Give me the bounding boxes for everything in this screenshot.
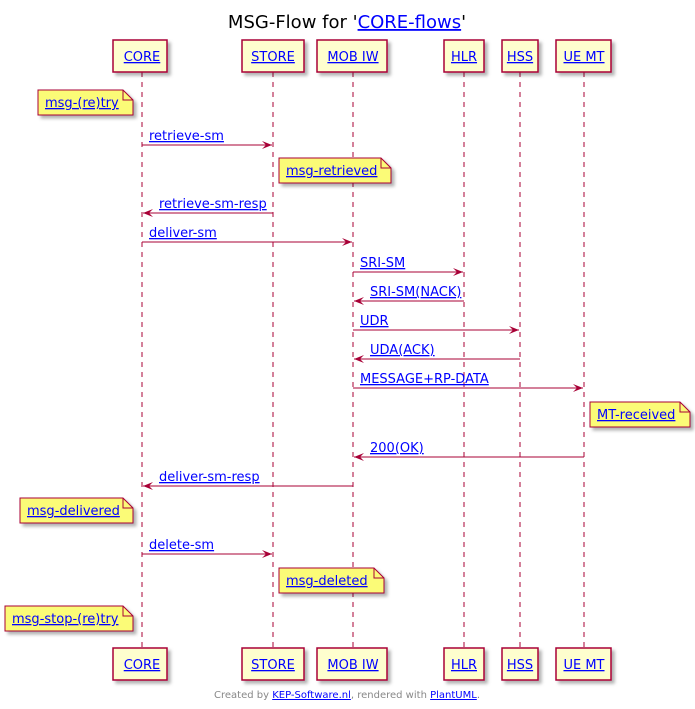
message-label[interactable]: retrieve-sm [149,129,224,144]
message-label[interactable]: deliver-sm-resp [159,470,260,485]
message-label[interactable]: MESSAGE+RP-DATA [360,372,489,387]
arrowhead-icon [342,238,352,246]
participant-hlr-top[interactable]: HLR [443,39,485,73]
arrowhead-icon [509,326,519,334]
message-retrieve-sm: retrieve-sm [142,129,272,149]
participant-core-bottom[interactable]: CORE [112,647,168,681]
participant-label[interactable]: STORE [251,50,295,65]
arrowhead-icon [143,482,153,490]
footer: Created by KEP-Software.nl, rendered wit… [214,690,480,701]
participant-label[interactable]: HSS [507,50,533,65]
note-label[interactable]: MT-received [597,408,675,423]
participant-label[interactable]: UE MT [563,50,604,65]
message-label[interactable]: 200(OK) [370,441,424,456]
participant-label[interactable]: MOB IW [327,50,378,65]
participant-hss-bottom[interactable]: HSS [501,647,539,681]
note-msg-retrieved: msg-retrieved [278,157,392,184]
message-label[interactable]: SRI-SM [360,256,405,271]
participant-label[interactable]: CORE [124,658,161,673]
note-label[interactable]: msg-retrieved [286,164,377,179]
title-link[interactable]: CORE-flows [358,12,462,33]
message-uda-ack-: UDA(ACK) [354,343,520,363]
message-sri-sm-nack-: SRI-SM(NACK) [354,285,464,305]
participant-uemt-top[interactable]: UE MT [555,39,612,73]
message-message-rp-data: MESSAGE+RP-DATA [353,372,583,392]
note-mt-received: MT-received [589,401,691,428]
message-label[interactable]: delete-sm [149,538,214,553]
participant-label[interactable]: HLR [451,50,477,65]
message-sri-sm: SRI-SM [353,256,463,276]
footer-link-kep[interactable]: KEP-Software.nl [272,690,351,701]
arrowhead-icon [262,550,272,558]
participant-label[interactable]: CORE [124,50,161,65]
participant-core-top[interactable]: CORE [112,39,168,73]
note-msg-delivered: msg-delivered [19,497,134,524]
arrowhead-icon [453,268,463,276]
participant-label[interactable]: STORE [251,658,295,673]
footer-link-plantuml[interactable]: PlantUML [430,690,477,701]
message-label[interactable]: UDA(ACK) [370,343,435,358]
note-label[interactable]: msg-(re)try [45,96,119,111]
message-delete-sm: delete-sm [142,538,272,558]
message-retrieve-sm-resp: retrieve-sm-resp [143,197,273,217]
arrowhead-icon [354,453,364,461]
participant-label[interactable]: HLR [451,658,477,673]
participant-mobiw-bottom[interactable]: MOB IW [316,647,388,681]
participant-label[interactable]: UE MT [563,658,604,673]
message-udr: UDR [353,314,519,334]
arrowhead-icon [354,297,364,305]
arrowhead-icon [262,141,272,149]
participant-hlr-bottom[interactable]: HLR [443,647,485,681]
participant-label[interactable]: HSS [507,658,533,673]
note-label[interactable]: msg-deleted [286,574,368,589]
arrowhead-icon [573,384,583,392]
arrowhead-icon [143,209,153,217]
participant-uemt-bottom[interactable]: UE MT [555,647,612,681]
message-label[interactable]: retrieve-sm-resp [159,197,267,212]
message-label[interactable]: SRI-SM(NACK) [370,285,461,300]
participant-hss-top[interactable]: HSS [501,39,539,73]
message-deliver-sm: deliver-sm [142,226,352,246]
note-label[interactable]: msg-delivered [27,504,120,519]
participant-store-top[interactable]: STORE [241,39,305,73]
note-msg-deleted: msg-deleted [278,567,385,594]
note-msg-re-try: msg-(re)try [37,89,134,116]
diagram-title: MSG-Flow for 'CORE-flows' [228,12,466,33]
participant-mobiw-top[interactable]: MOB IW [316,39,388,73]
message-label[interactable]: UDR [360,314,389,329]
participant-label[interactable]: MOB IW [327,658,378,673]
arrowhead-icon [354,355,364,363]
message-200-ok-: 200(OK) [354,441,584,461]
message-deliver-sm-resp: deliver-sm-resp [143,470,353,490]
note-label[interactable]: msg-stop-(re)try [12,612,119,627]
participant-store-bottom[interactable]: STORE [241,647,305,681]
message-label[interactable]: deliver-sm [149,226,217,241]
note-msg-stop-re-try: msg-stop-(re)try [4,605,134,632]
